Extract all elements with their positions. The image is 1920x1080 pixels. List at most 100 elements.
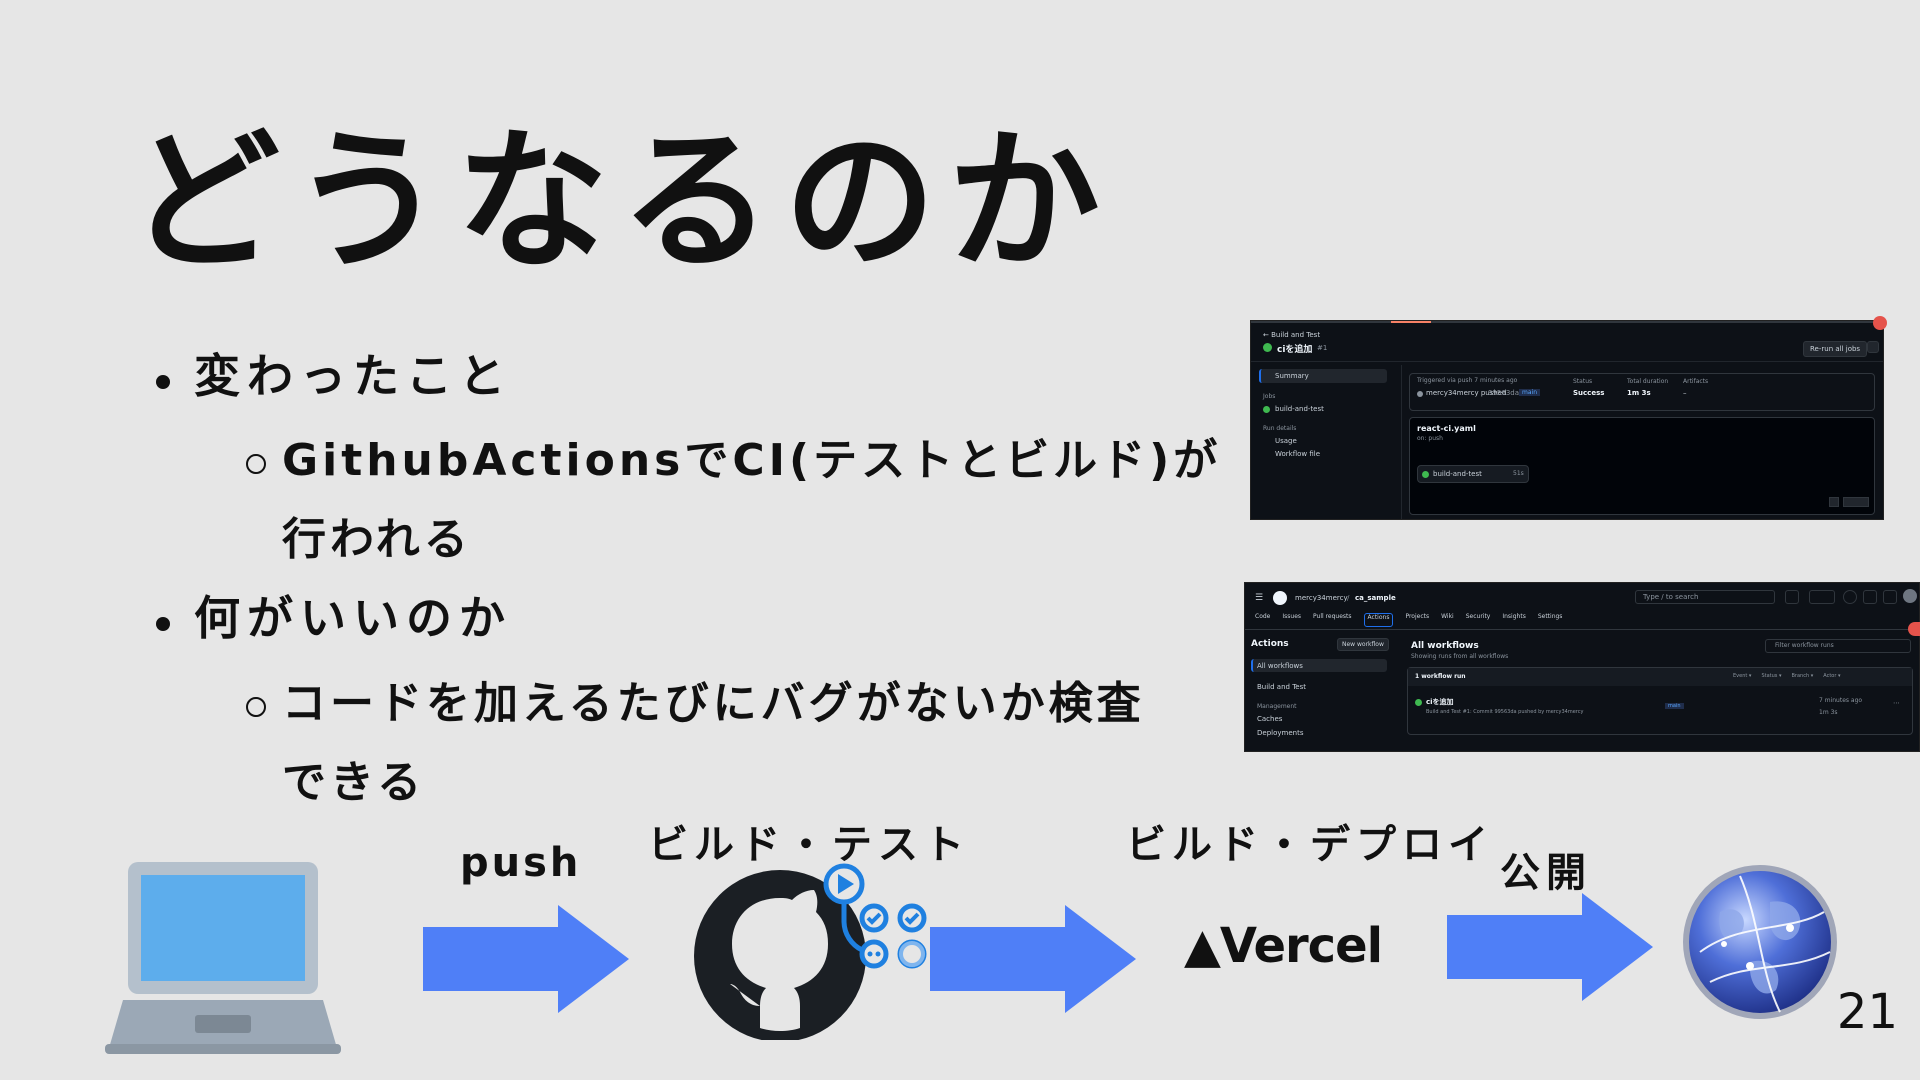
duration-value: 1m 3s xyxy=(1627,389,1651,397)
job-chip-label: build-and-test xyxy=(1433,470,1482,478)
sub-bullet-benefit: コードを加えるたびにバグがないか検査 できる xyxy=(150,664,1250,822)
success-icon xyxy=(1263,343,1272,352)
repo-separator: / xyxy=(1347,594,1350,602)
run-filter[interactable]: Branch ▾ xyxy=(1791,673,1814,679)
vercel-logo: ▲Vercel xyxy=(1184,918,1383,974)
new-workflow-button[interactable]: New workflow xyxy=(1337,638,1389,651)
rerun-button[interactable]: Re-run all jobs xyxy=(1803,341,1868,357)
fullscreen-icon[interactable] xyxy=(1829,497,1839,507)
repo-tab-wiki[interactable]: Wiki xyxy=(1441,613,1454,620)
main-subtitle: Showing runs from all workflows xyxy=(1411,653,1509,660)
management-heading: Management xyxy=(1257,703,1297,710)
run-filter[interactable]: Actor ▾ xyxy=(1823,673,1841,679)
status-value: Success xyxy=(1573,389,1605,397)
github-logo-icon[interactable] xyxy=(1273,591,1287,605)
command-palette-icon[interactable] xyxy=(1785,590,1799,604)
job-link[interactable]: build-and-test xyxy=(1275,405,1324,413)
artifacts-value: – xyxy=(1683,389,1687,397)
run-time: 7 minutes ago xyxy=(1819,697,1863,704)
nav-summary-label: Summary xyxy=(1275,372,1309,380)
run-meta-card xyxy=(1409,373,1875,411)
repo-owner[interactable]: mercy34mercy xyxy=(1295,594,1348,602)
run-filter[interactable]: Status ▾ xyxy=(1761,673,1782,679)
run-menu-icon[interactable]: ⋯ xyxy=(1893,699,1900,707)
on-push: on: push xyxy=(1417,435,1443,442)
back-link[interactable]: ← Build and Test xyxy=(1263,331,1321,339)
laptop-icon xyxy=(105,862,341,1054)
zoom-controls[interactable] xyxy=(1843,497,1869,507)
jobs-heading: Jobs xyxy=(1263,393,1276,400)
globe-icon xyxy=(1683,865,1837,1019)
commit-sha[interactable]: 99563da xyxy=(1488,389,1520,397)
run-filter[interactable]: Event ▾ xyxy=(1733,673,1752,679)
runs-table xyxy=(1407,667,1913,735)
filter-input[interactable] xyxy=(1765,639,1911,653)
workflow-file-link[interactable]: Workflow file xyxy=(1275,450,1321,458)
repo-tab-insights[interactable]: Insights xyxy=(1502,613,1526,620)
filter-placeholder: Filter workflow runs xyxy=(1775,642,1834,649)
sub-bullet-benefit-line1: コードを加えるたびにバグがないか検査 xyxy=(282,677,1145,729)
repo-tab-code[interactable]: Code xyxy=(1255,613,1271,620)
run-duration: 1m 3s xyxy=(1819,709,1838,716)
run-details-heading: Run details xyxy=(1263,425,1297,432)
hamburger-icon[interactable]: ☰ xyxy=(1255,593,1264,603)
page-number: 21 xyxy=(1836,984,1898,1040)
arrow-publish-icon xyxy=(1447,893,1653,1001)
run-success-icon xyxy=(1415,699,1422,706)
run-filters: Event ▾ Status ▾ Branch ▾ Actor ▾ xyxy=(1733,673,1841,679)
issues-icon[interactable] xyxy=(1843,590,1857,604)
status-label: Status xyxy=(1573,378,1593,385)
all-workflows-item[interactable] xyxy=(1251,659,1387,672)
search-input[interactable] xyxy=(1635,590,1775,604)
search-placeholder: Type / to search xyxy=(1643,593,1699,601)
job-chip-time: 51s xyxy=(1513,470,1524,477)
sub-bullet-benefit-line2: できる xyxy=(282,756,426,808)
job-success-icon xyxy=(1263,406,1270,413)
repo-tab-settings[interactable]: Settings xyxy=(1537,613,1563,620)
artifacts-label: Artifacts xyxy=(1683,378,1709,385)
triggered-text: Triggered via push 7 minutes ago xyxy=(1417,377,1518,384)
bullet-changed: 変わったこと xyxy=(150,345,1250,407)
run-title[interactable]: ciを追加 xyxy=(1426,698,1454,706)
create-new-icon[interactable] xyxy=(1809,590,1835,604)
duration-label: Total duration xyxy=(1627,378,1669,385)
repo-tab-projects[interactable]: Projects xyxy=(1405,613,1430,620)
screenshot-actions-list: ☰ mercy34mercy / ca_sample Type / to sea… xyxy=(1244,582,1920,752)
more-button[interactable] xyxy=(1867,341,1879,353)
run-title: ciを追加 xyxy=(1277,345,1313,355)
slide-title: どうなるのか xyxy=(128,113,1112,290)
repo-name[interactable]: ca_sample xyxy=(1355,594,1396,602)
bullet-list: 変わったこと GithubActionsでCI(テストとビルド)が 行われる 何… xyxy=(150,345,1250,830)
repo-tabs: Code Issues Pull requests Actions Projects Wi… xyxy=(1255,613,1562,627)
publish-label: 公開 xyxy=(1500,850,1592,896)
build-test-label: ビルド・テスト xyxy=(648,822,970,868)
caches-link[interactable]: Caches xyxy=(1257,715,1283,723)
repo-tab-actions[interactable]: Actions xyxy=(1363,613,1394,627)
run-description: Build and Test #1: Commit 99563da pushed… xyxy=(1426,709,1584,715)
job-chip[interactable] xyxy=(1417,465,1529,483)
pr-icon[interactable] xyxy=(1863,590,1877,604)
github-actions-icon xyxy=(694,863,927,1040)
repo-tab-pull-requests[interactable]: Pull requests xyxy=(1313,613,1352,620)
arrow-build-icon xyxy=(930,905,1136,1013)
usage-link[interactable]: Usage xyxy=(1275,437,1297,445)
repo-tab-security[interactable]: Security xyxy=(1465,613,1491,620)
sub-bullet-ci-line2: 行われる xyxy=(282,514,472,566)
runs-count: 1 workflow run xyxy=(1415,673,1466,680)
repo-tab-issues[interactable]: Issues xyxy=(1282,613,1302,620)
branch-badge[interactable]: main xyxy=(1519,389,1540,396)
user-avatar[interactable] xyxy=(1903,589,1917,603)
sub-bullet-ci-line1: GithubActionsでCI(テストとビルド)が xyxy=(282,435,1222,487)
deployments-link[interactable]: Deployments xyxy=(1257,729,1304,737)
pushed-by: mercy34mercy pushed xyxy=(1426,389,1507,397)
inbox-icon[interactable] xyxy=(1883,590,1897,604)
build-and-test-link[interactable]: Build and Test xyxy=(1257,683,1306,691)
run-branch-badge[interactable]: main xyxy=(1665,703,1684,709)
avatar xyxy=(1417,391,1423,397)
sub-bullet-ci: GithubActionsでCI(テストとビルド)が 行われる xyxy=(150,421,1250,579)
all-workflows-label: All workflows xyxy=(1257,662,1303,670)
nav-summary-item[interactable] xyxy=(1259,369,1387,383)
workflow-file-name: react-ci.yaml xyxy=(1417,424,1476,433)
main-title: All workflows xyxy=(1411,641,1479,651)
side-badge-icon xyxy=(1908,622,1920,636)
